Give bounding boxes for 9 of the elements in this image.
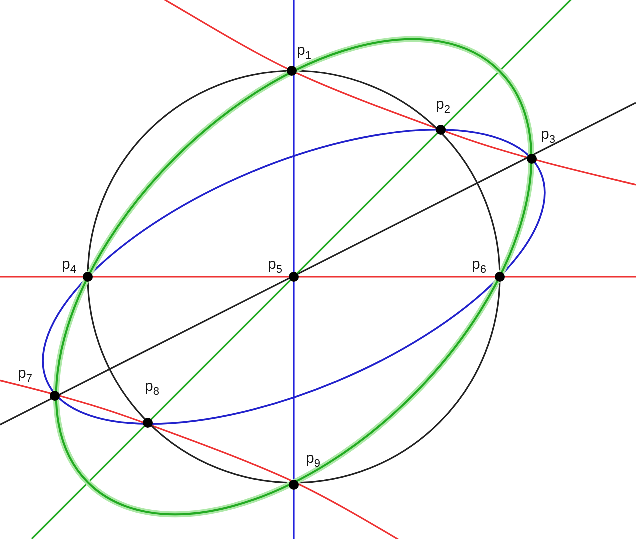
point-label: p$_{5}$ <box>268 257 282 276</box>
point-label: p$_{7}$ <box>18 366 32 385</box>
point-label: p$_{3}$ <box>541 127 556 146</box>
point-label: p$_{8}$ <box>145 379 160 398</box>
point-label: p$_{9}$ <box>306 451 320 470</box>
point-label: p$_{6}$ <box>472 257 486 276</box>
point-label: p$_{2}$ <box>436 97 450 116</box>
point-label: p$_{1}$ <box>297 43 312 62</box>
point-label: p$_{4}$ <box>62 257 76 276</box>
